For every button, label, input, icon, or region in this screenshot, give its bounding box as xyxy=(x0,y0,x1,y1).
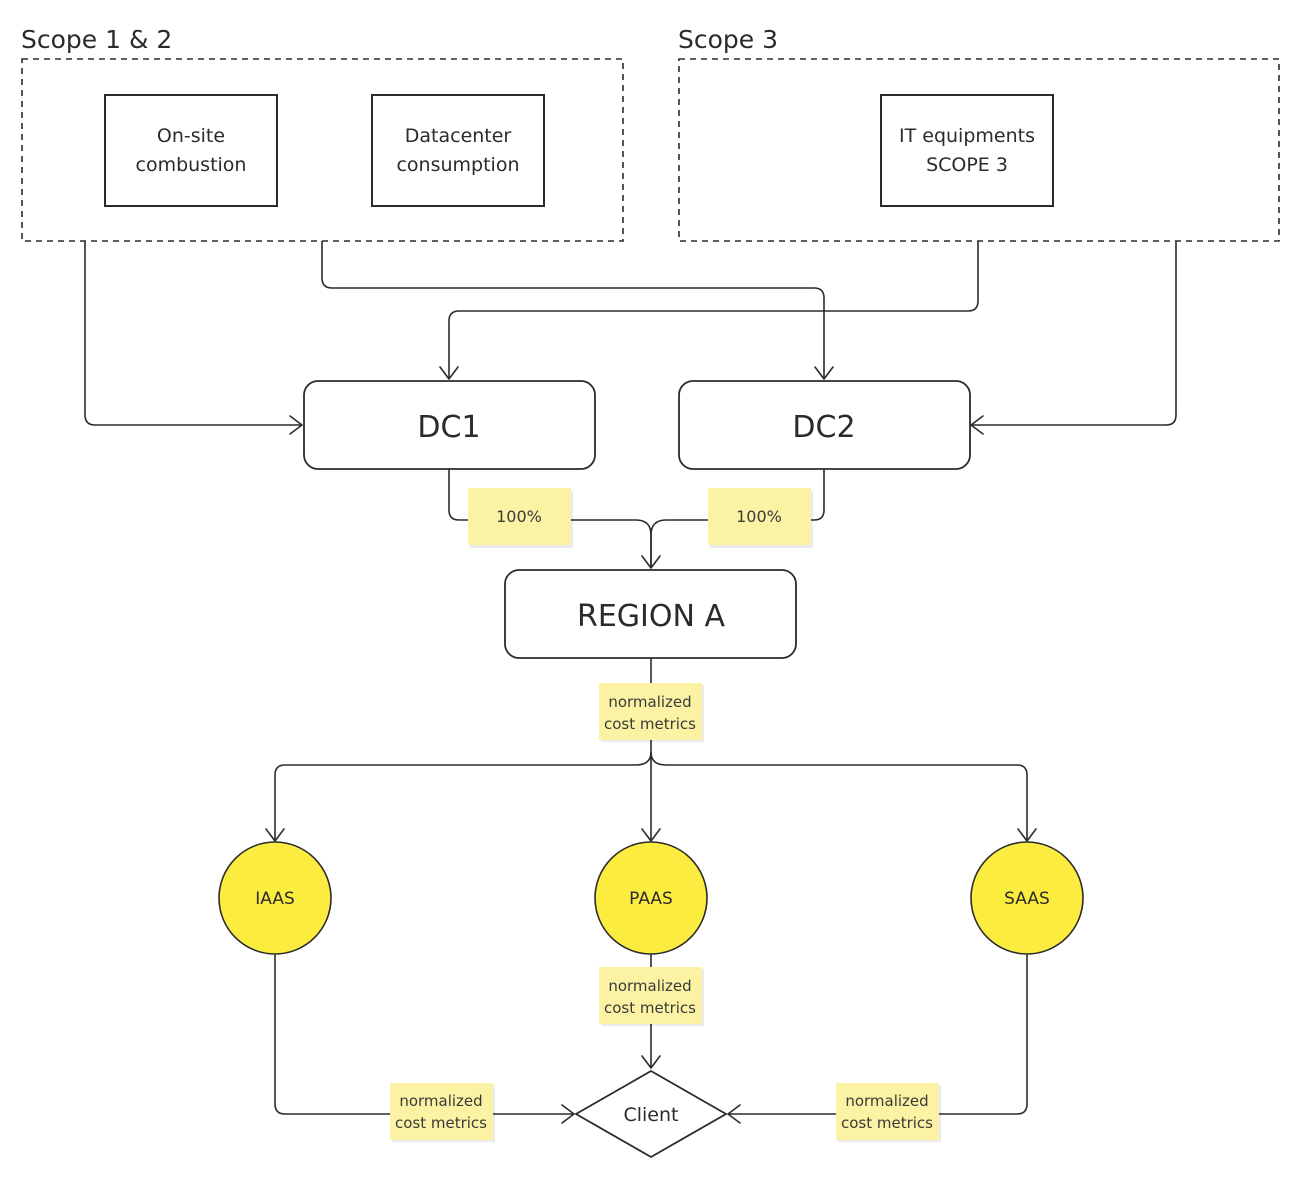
connector-scope3-to-dc2 xyxy=(970,241,1177,435)
paas-metrics-text-line-1: normalized xyxy=(608,977,691,995)
dc2-share-text: 100% xyxy=(736,507,782,526)
saas-node[interactable]: SAAS xyxy=(970,841,1084,955)
dc1-label: DC1 xyxy=(417,410,480,445)
region-metrics-note[interactable]: normalized cost metrics xyxy=(599,683,704,742)
dc1-share-note[interactable]: 100% xyxy=(468,488,573,548)
iaas-node[interactable]: IAAS xyxy=(218,841,332,955)
connector-region-to-services xyxy=(265,658,1037,842)
paas-label: PAAS xyxy=(629,889,673,909)
paas-metrics-text-line-2: cost metrics xyxy=(604,999,696,1017)
connector-scope12-to-dc2 xyxy=(321,241,834,380)
scope-3-title: Scope 3 xyxy=(678,25,778,54)
dc2-node[interactable]: DC2 xyxy=(678,380,971,470)
client-node[interactable]: Client xyxy=(574,1069,728,1159)
dc2-share-note[interactable]: 100% xyxy=(708,488,813,548)
scope-3-frame[interactable] xyxy=(678,58,1280,242)
connector-saas-to-client xyxy=(727,954,1028,1124)
paas-node[interactable]: PAAS xyxy=(594,841,708,955)
onsite-combustion-label-line-1: On-site xyxy=(157,125,225,147)
iaas-metrics-text-line-1: normalized xyxy=(399,1092,482,1110)
connector-iaas-to-client xyxy=(274,954,575,1124)
region-a-label: REGION A xyxy=(577,599,725,634)
onsite-combustion-label-line-2: combustion xyxy=(136,154,247,176)
dc2-label: DC2 xyxy=(792,410,855,445)
it-equipment-node[interactable]: IT equipments SCOPE 3 xyxy=(880,94,1054,207)
saas-metrics-text-line-1: normalized xyxy=(845,1092,928,1110)
scope-1-2-title: Scope 1 & 2 xyxy=(21,25,172,54)
iaas-metrics-text-line-2: cost metrics xyxy=(395,1114,487,1132)
region-metrics-text-line-1: normalized xyxy=(608,693,691,711)
paas-metrics-note[interactable]: normalized cost metrics xyxy=(599,967,704,1026)
region-metrics-text-line-2: cost metrics xyxy=(604,715,696,733)
dc1-share-text: 100% xyxy=(496,507,542,526)
iaas-label: IAAS xyxy=(255,889,295,909)
iaas-metrics-note[interactable]: normalized cost metrics xyxy=(390,1083,495,1142)
connector-scope12-to-dc1 xyxy=(84,241,303,435)
saas-metrics-note[interactable]: normalized cost metrics xyxy=(836,1083,941,1142)
datacenter-consumption-label-line-1: Datacenter xyxy=(405,125,512,147)
connector-scope3-to-dc1 xyxy=(439,241,979,380)
dc1-node[interactable]: DC1 xyxy=(303,380,596,470)
datacenter-consumption-node[interactable]: Datacenter consumption xyxy=(371,94,545,207)
it-equipment-label-line-2: SCOPE 3 xyxy=(926,154,1008,176)
datacenter-consumption-label-line-2: consumption xyxy=(396,154,519,176)
onsite-combustion-node[interactable]: On-site combustion xyxy=(104,94,278,207)
region-a-node[interactable]: REGION A xyxy=(504,569,797,659)
it-equipment-label-line-1: IT equipments xyxy=(899,125,1035,147)
client-label: Client xyxy=(623,1104,678,1126)
saas-label: SAAS xyxy=(1004,889,1050,909)
saas-metrics-text-line-2: cost metrics xyxy=(841,1114,933,1132)
